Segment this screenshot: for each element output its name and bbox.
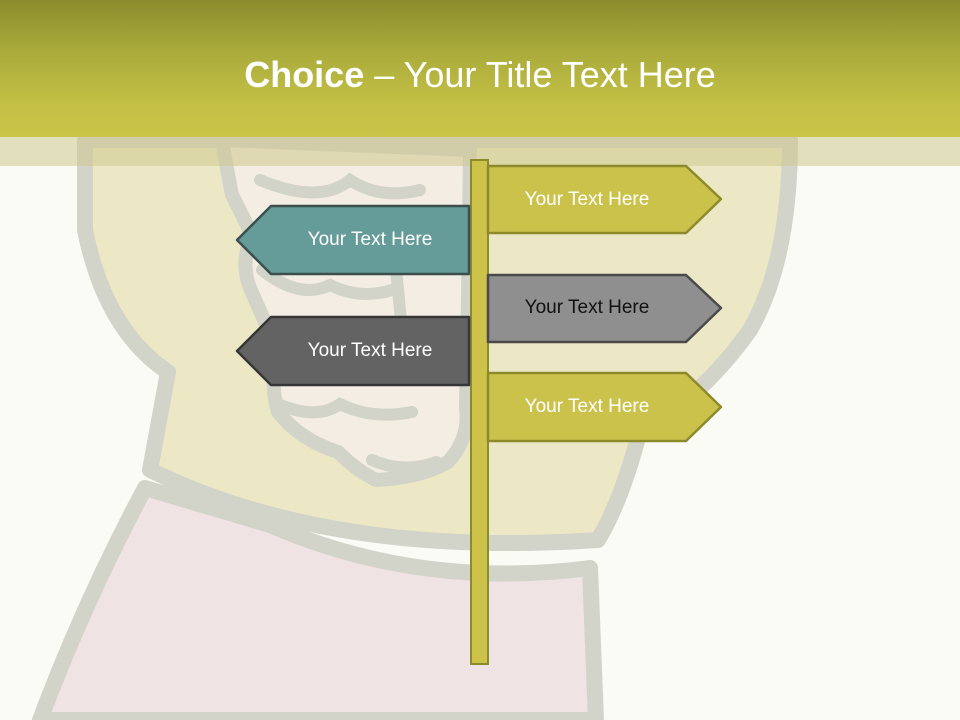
slide-title: Choice – Your Title Text Here: [0, 52, 960, 98]
sign-arrow-5: [486, 371, 723, 443]
title-rest: – Your Title Text Here: [364, 54, 716, 95]
sign-label-3: Your Text Here: [524, 297, 650, 318]
sign-label-4: Your Text Here: [307, 340, 433, 361]
signpost-pole: [470, 159, 489, 665]
title-bold: Choice: [244, 54, 365, 95]
brain-fold-4: [274, 397, 418, 421]
sign-arrow-4: [235, 315, 471, 387]
sign-label-5: Your Text Here: [524, 396, 650, 417]
sign-arrow-2: [235, 204, 471, 276]
sign-label-2: Your Text Here: [307, 229, 433, 250]
brain-fold-1: [254, 172, 426, 200]
body-shape: [32, 480, 604, 720]
header-band: [0, 0, 960, 137]
sign-label-1: Your Text Here: [524, 189, 650, 210]
brain-fold-5: [366, 454, 442, 474]
brain-fold-2: [256, 264, 398, 300]
sign-arrow-3: [486, 273, 723, 344]
sign-arrow-1: [486, 164, 723, 235]
